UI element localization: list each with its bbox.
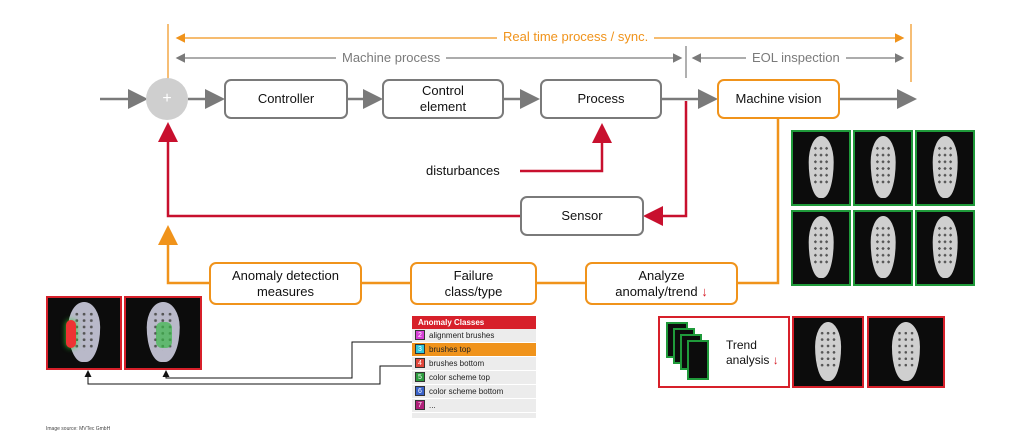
trend-analysis-label: Trend analysis ↓	[726, 338, 779, 368]
legend-connectors	[84, 341, 414, 385]
failure-label-2: class/type	[444, 283, 503, 299]
failure-class-box: Failure class/type	[410, 262, 537, 305]
anomaly-image	[124, 296, 202, 370]
class-number: 5	[415, 372, 425, 382]
anomaly-detection-box: Anomaly detection measures	[209, 262, 362, 305]
analyze-label-1: Analyze	[638, 267, 685, 283]
trend-analysis-panel: Trend analysis ↓	[658, 316, 790, 388]
anomaly-class-item-selected[interactable]: 3 brushes top	[412, 343, 536, 357]
class-number: 4	[415, 358, 425, 368]
sensor-box: Sensor	[520, 196, 644, 236]
anomaly-class-item[interactable]: 7 ...	[412, 399, 536, 413]
toothbrush-image	[791, 130, 851, 206]
toothbrush-image	[915, 210, 975, 286]
toothbrush-image	[853, 130, 913, 206]
analyze-anomaly-box: Analyze anomaly/trend ↓	[585, 262, 738, 305]
control-element-label-1: Control	[422, 83, 464, 98]
anomaly-class-item[interactable]: 5 color scheme top	[412, 371, 536, 385]
down-arrow-icon: ↓	[701, 283, 708, 299]
trend-label-2: analysis	[726, 353, 770, 367]
summing-junction: +	[146, 78, 188, 120]
controller-label: Controller	[257, 91, 315, 106]
control-element-label-2: element	[419, 99, 467, 114]
disturbances-label: disturbances	[426, 163, 500, 178]
feedback-loop	[158, 101, 688, 226]
stacked-thumbnail	[687, 340, 709, 380]
machine-process-label: Machine process	[336, 50, 447, 65]
anomaly-class-item[interactable]: 2 alignment brushes	[412, 329, 536, 343]
anomaly-classes-header: Anomaly Classes	[412, 316, 536, 329]
class-label: alignment brushes	[429, 331, 495, 340]
machine-vision-label: Machine vision	[735, 91, 822, 106]
anomaly-label-1: Anomaly detection	[232, 267, 339, 283]
failure-label-1: Failure	[453, 267, 494, 283]
process-box: Process	[540, 79, 662, 119]
toothbrush-image	[791, 210, 851, 286]
anomaly-image	[46, 296, 122, 370]
class-number: 6	[415, 386, 425, 396]
class-label: brushes top	[429, 345, 471, 354]
eol-inspection-label: EOL inspection	[746, 50, 846, 65]
plus-icon: +	[162, 90, 172, 107]
anomaly-classes-panel: Anomaly Classes 2 alignment brushes 3 br…	[412, 316, 536, 418]
control-element-box: Control element	[382, 79, 504, 119]
image-source-caption: Image source: MVTec GmbH	[46, 426, 111, 432]
toothbrush-image	[853, 210, 913, 286]
realtime-label: Real time process / sync.	[497, 29, 655, 44]
anomaly-class-item[interactable]: 4 brushes bottom	[412, 357, 536, 371]
anomaly-label-2: measures	[256, 283, 315, 299]
class-number: 3	[415, 344, 425, 354]
class-label: color scheme bottom	[429, 387, 504, 396]
trend-label-2-row: analysis ↓	[726, 353, 779, 368]
trend-label-1: Trend	[726, 338, 757, 352]
class-label: ...	[429, 401, 436, 410]
class-label: brushes bottom	[429, 359, 485, 368]
heatmap-overlay	[66, 320, 76, 348]
process-label: Process	[577, 91, 625, 106]
machine-vision-box: Machine vision	[717, 79, 840, 119]
analysis-loop	[158, 118, 780, 285]
class-number: 2	[415, 330, 425, 340]
controller-box: Controller	[224, 79, 348, 119]
sensor-label: Sensor	[561, 208, 603, 223]
trend-image	[792, 316, 864, 388]
down-arrow-icon: ↓	[772, 353, 779, 367]
class-number: 7	[415, 400, 425, 410]
trend-image	[867, 316, 945, 388]
anomaly-class-item[interactable]: 6 color scheme bottom	[412, 385, 536, 399]
heatmap-overlay	[156, 322, 172, 348]
analyze-label-2-text: anomaly/trend	[615, 283, 698, 299]
toothbrush-image	[915, 130, 975, 206]
analyze-label-2: anomaly/trend ↓	[615, 284, 708, 300]
class-label: color scheme top	[429, 373, 490, 382]
